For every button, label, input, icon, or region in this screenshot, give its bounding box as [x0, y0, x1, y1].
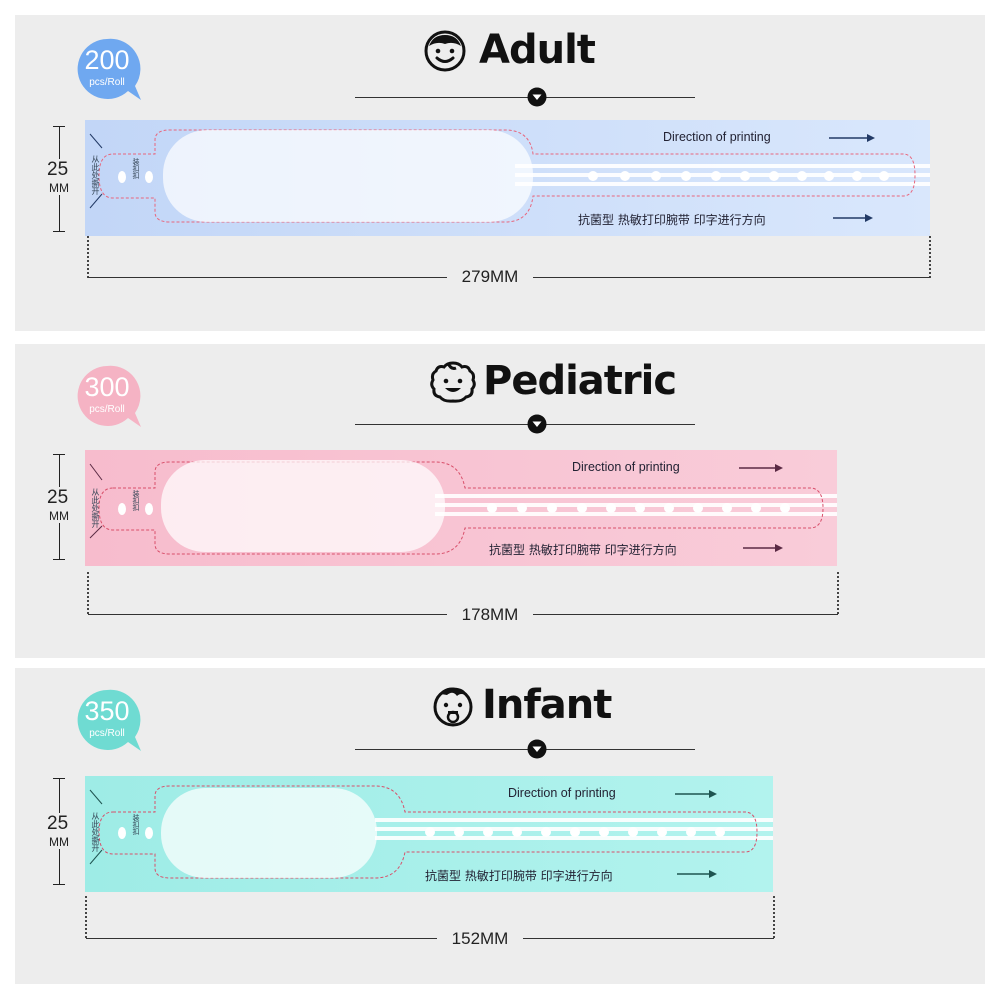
- title-divider: [355, 424, 695, 425]
- tear-here-label: 从此处撕开: [91, 812, 100, 852]
- length-marker-left: [87, 236, 89, 278]
- quantity-value: 300: [84, 372, 130, 402]
- section-title: Adult: [479, 27, 596, 73]
- child-face-icon: [430, 361, 476, 403]
- infant-panel: 350 pcs/Roll Infant 25 MM: [15, 668, 985, 984]
- chinese-label: 抗菌型 热敏打印腕带 印字进行方向: [578, 213, 766, 227]
- pediatric-panel: 300 pcs/Roll Pediatric 25 MM: [15, 344, 985, 658]
- quantity-bubble-adult: 200 pcs/Roll: [75, 37, 205, 117]
- direction-label: Direction of printing: [572, 460, 680, 474]
- length-label: 152MM: [437, 929, 523, 949]
- title-divider: [355, 749, 695, 750]
- clasp-label: 装扣扣: [132, 158, 140, 179]
- wristband-infant: Direction of printing 抗菌型 热敏打印腕带 印字进行方向 …: [85, 776, 773, 892]
- tear-here-label: 从此处撕开: [91, 155, 100, 195]
- chevron-down-icon: [527, 87, 547, 107]
- quantity-unit: pcs/Roll: [89, 728, 125, 739]
- height-tick-bottom: [53, 231, 65, 232]
- height-tick-bottom: [53, 884, 65, 885]
- section-title: Infant: [482, 682, 612, 728]
- adult-face-icon: [424, 30, 466, 72]
- wristband-graphic: [85, 450, 837, 566]
- height-value: 25: [47, 159, 69, 181]
- chinese-label: 抗菌型 热敏打印腕带 印字进行方向: [425, 869, 613, 883]
- speech-bubble-icon: [77, 365, 141, 427]
- section-title: Pediatric: [483, 358, 677, 404]
- length-marker-right: [773, 896, 775, 938]
- quantity-unit: pcs/Roll: [89, 77, 125, 88]
- clasp-label: 装扣扣: [132, 814, 140, 835]
- height-unit: MM: [49, 509, 69, 523]
- height-unit: MM: [49, 181, 69, 195]
- length-marker-left: [85, 896, 87, 938]
- quantity-bubble-pediatric: 300 pcs/Roll: [75, 364, 205, 444]
- wristband-graphic: [85, 776, 773, 892]
- length-line: [86, 938, 774, 939]
- adult-panel: 200 pcs/Roll Adult 25 MM: [15, 15, 985, 331]
- title-divider: [355, 97, 695, 98]
- length-label: 279MM: [447, 267, 533, 287]
- speech-bubble-icon: [77, 689, 141, 751]
- length-marker-right: [929, 236, 931, 278]
- height-value: 25: [47, 813, 69, 835]
- tear-here-label: 从此处撕开: [91, 488, 100, 528]
- chevron-down-icon: [527, 739, 547, 759]
- quantity-value: 200: [84, 45, 130, 75]
- baby-face-icon: [433, 687, 473, 727]
- height-unit: MM: [49, 835, 69, 849]
- length-marker-right: [837, 572, 839, 614]
- chevron-down-icon: [527, 414, 547, 434]
- wristband-graphic: [85, 120, 930, 236]
- chinese-label: 抗菌型 热敏打印腕带 印字进行方向: [489, 543, 677, 557]
- length-label: 178MM: [447, 605, 533, 625]
- height-tick-bottom: [53, 559, 65, 560]
- quantity-unit: pcs/Roll: [89, 404, 125, 415]
- direction-label: Direction of printing: [663, 130, 771, 144]
- speech-bubble-icon: [77, 38, 141, 100]
- wristband-pediatric: Direction of printing 抗菌型 热敏打印腕带 印字进行方向 …: [85, 450, 837, 566]
- wristband-adult: Direction of printing 抗菌型 热敏打印腕带 印字进行方向 …: [85, 120, 930, 236]
- quantity-value: 350: [84, 696, 130, 726]
- clasp-label: 装扣扣: [132, 490, 140, 511]
- direction-label: Direction of printing: [508, 786, 616, 800]
- length-marker-left: [87, 572, 89, 614]
- height-value: 25: [47, 487, 69, 509]
- quantity-bubble-infant: 350 pcs/Roll: [75, 688, 205, 768]
